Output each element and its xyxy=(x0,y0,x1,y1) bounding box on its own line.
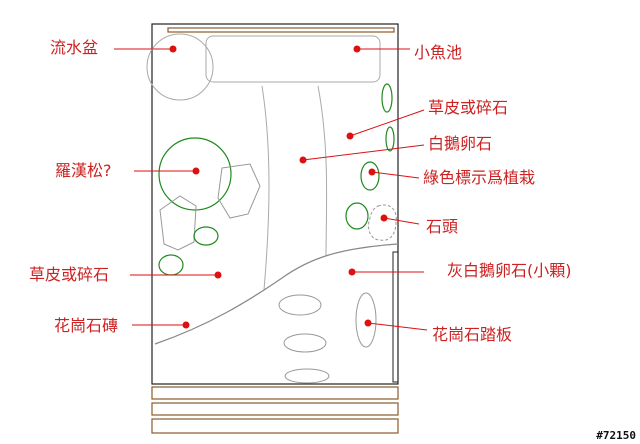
lawn-boundary xyxy=(154,243,399,345)
watermark: #72150 xyxy=(596,429,636,442)
label-grey-pebbles: 灰白鵝卵石(小顆) xyxy=(447,261,572,280)
flower-pot xyxy=(146,33,214,101)
top-edge-strip xyxy=(167,27,395,33)
deck-board xyxy=(151,418,399,434)
label-granite-step: 花崗石踏板 xyxy=(432,325,513,344)
plant xyxy=(345,202,369,230)
plant xyxy=(193,226,219,246)
label-flower-pot: 流水盆 xyxy=(50,38,99,57)
label-plants-note: 綠色標示爲植栽 xyxy=(423,168,536,187)
rock xyxy=(217,163,261,219)
garden-boundary xyxy=(151,23,399,385)
stepping-stone xyxy=(278,294,322,316)
label-lawn-gravel-top: 草皮或碎石 xyxy=(428,98,509,117)
label-pine: 羅漢松? xyxy=(55,161,112,180)
stone-dashed xyxy=(367,204,397,241)
stepping-stone xyxy=(284,368,330,384)
label-fish-pond: 小魚池 xyxy=(414,43,463,62)
side-strip xyxy=(392,251,399,383)
label-white-pebbles: 白鵝卵石 xyxy=(428,134,493,153)
plant xyxy=(385,126,395,152)
plant xyxy=(381,83,393,113)
pine-tree xyxy=(158,137,232,211)
label-stone: 石頭 xyxy=(426,217,459,236)
path-edge-right xyxy=(317,85,328,257)
rock xyxy=(159,195,197,251)
plant xyxy=(360,161,380,191)
fish-pond xyxy=(205,35,381,83)
plant xyxy=(158,254,184,276)
label-lawn-gravel-left: 草皮或碎石 xyxy=(29,265,110,284)
deck-board xyxy=(151,386,399,400)
deck-board xyxy=(151,402,399,416)
stepping-stone xyxy=(283,333,327,353)
label-granite-brick: 花崗石磚 xyxy=(54,316,119,335)
granite-step xyxy=(355,292,377,348)
path-edge-left xyxy=(261,85,270,291)
